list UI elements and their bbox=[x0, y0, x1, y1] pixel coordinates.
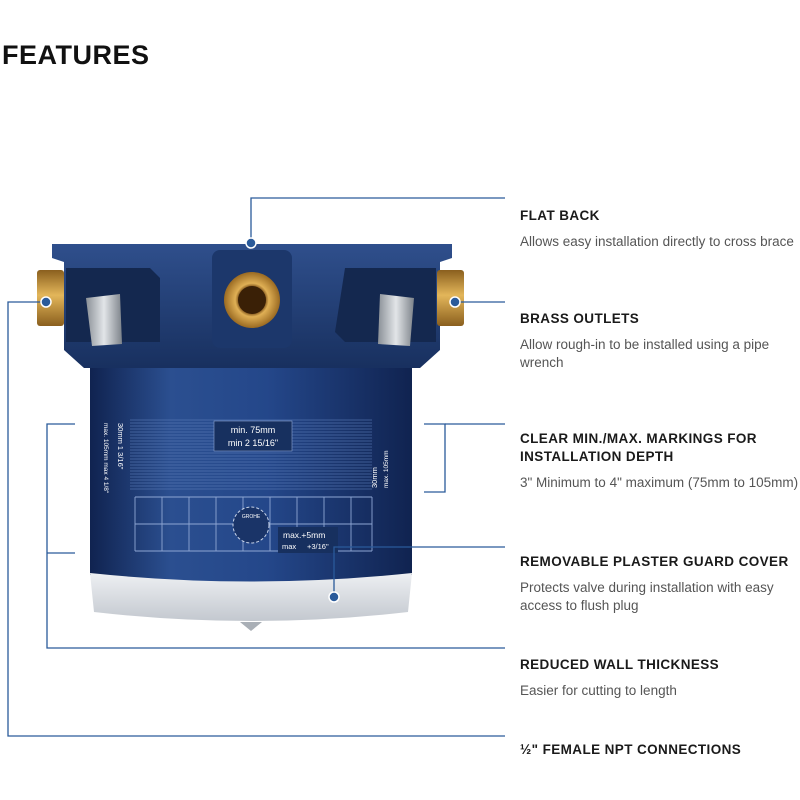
left-mark-max: max. 105mm max 4 1/8" bbox=[102, 423, 109, 494]
feature-title: BRASS OUTLETS bbox=[520, 311, 640, 326]
left-brass-outlet bbox=[37, 270, 64, 326]
depth-mark-mm: max.+5mm bbox=[283, 530, 325, 540]
feature-plaster-guard: REMOVABLE PLASTER GUARD COVER Protects v… bbox=[520, 553, 800, 615]
left-steel-clip bbox=[86, 294, 122, 346]
right-brass-outlet bbox=[437, 270, 464, 326]
page-title: FEATURES bbox=[2, 40, 150, 70]
brand-logo: GROHE bbox=[242, 514, 261, 520]
valve-top-housing bbox=[37, 244, 464, 368]
feature-title: REDUCED WALL THICKNESS bbox=[520, 657, 720, 672]
center-mark-inch: min 2 15/16" bbox=[228, 438, 278, 448]
feature-brass-outlets: BRASS OUTLETS Allow rough-in to be insta… bbox=[520, 310, 800, 372]
grohe-logo-ring bbox=[232, 506, 270, 544]
feature-title: CLEAR MIN./MAX. MARKINGS FOR INSTALLATIO… bbox=[520, 431, 757, 464]
feature-description: Easier for cutting to length bbox=[520, 683, 677, 698]
valve-body bbox=[90, 355, 412, 631]
feature-wall-thickness: REDUCED WALL THICKNESS Easier for cuttin… bbox=[520, 656, 800, 700]
center-mark-mm: min. 75mm bbox=[231, 425, 276, 435]
feature-npt-connections: ½" FEMALE NPT CONNECTIONS bbox=[520, 741, 800, 759]
feature-title: ½" FEMALE NPT CONNECTIONS bbox=[520, 742, 742, 757]
right-mark-30mm: 30mm bbox=[370, 467, 379, 488]
right-mark-max: max. 105mm bbox=[383, 450, 390, 488]
left-mark-30mm: 30mm 1 3/16" bbox=[116, 423, 125, 470]
depth-mark-inch: +3/16" bbox=[307, 542, 329, 551]
feature-description: Allows easy installation directly to cro… bbox=[520, 234, 794, 249]
depth-mark-max: max bbox=[282, 542, 296, 551]
feature-description: 3" Minimum to 4" maximum (75mm to 105mm) bbox=[520, 475, 799, 490]
feature-description: Protects valve during installation with … bbox=[520, 580, 774, 613]
feature-min-max-markings: CLEAR MIN./MAX. MARKINGS FOR INSTALLATIO… bbox=[520, 430, 800, 492]
right-steel-clip bbox=[378, 294, 414, 346]
feature-flat-back: FLAT BACK Allows easy installation direc… bbox=[520, 207, 800, 251]
feature-title: FLAT BACK bbox=[520, 208, 600, 223]
feature-title: REMOVABLE PLASTER GUARD COVER bbox=[520, 554, 789, 569]
feature-description: Allow rough-in to be installed using a p… bbox=[520, 337, 770, 370]
